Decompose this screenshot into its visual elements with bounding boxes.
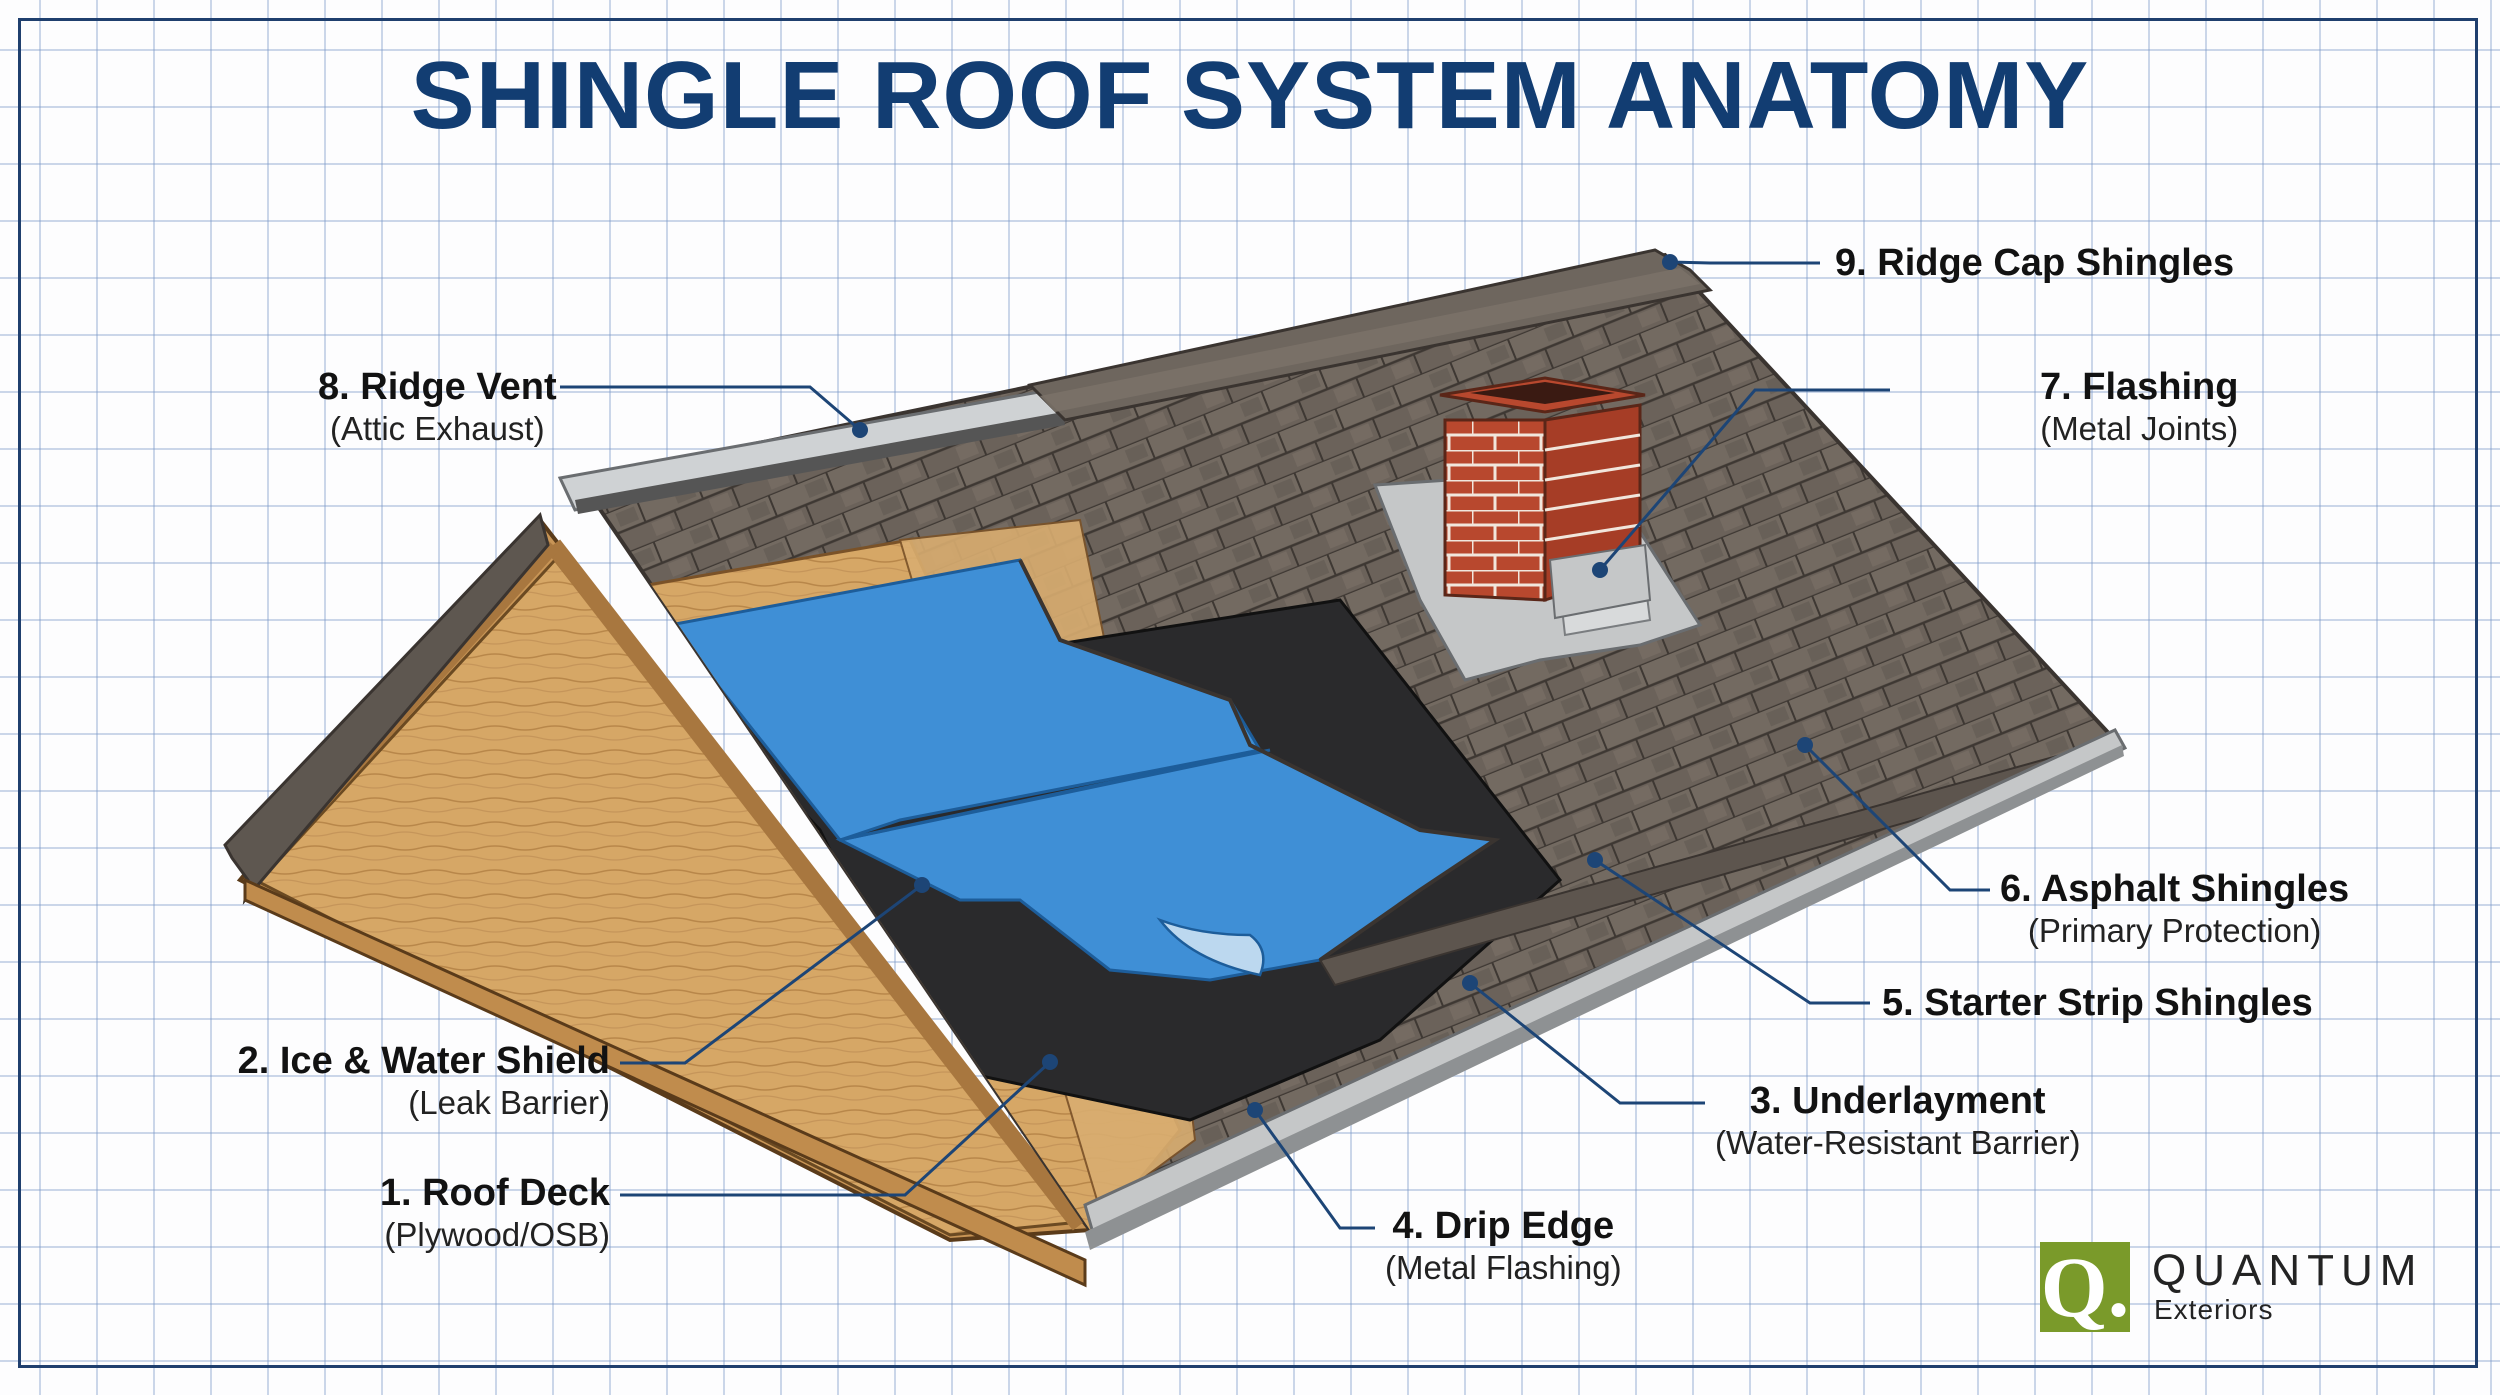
leader-drip-edge	[1253, 1109, 1375, 1230]
label-asphalt-shingles-sub: (Primary Protection)	[2027, 911, 2322, 949]
leader-ridge-cap	[1669, 260, 1820, 265]
label-starter-strip-name: 5. Starter Strip Shingles	[1882, 982, 2313, 1024]
logo-tagline: Exteriors	[2154, 1294, 2274, 1325]
label-roof-deck: 1. Roof Deck (Plywood/OSB)	[380, 1172, 610, 1254]
label-roof-deck-sub: (Plywood/OSB)	[384, 1215, 610, 1253]
label-asphalt-shingles-name: 6. Asphalt Shingles	[2000, 868, 2350, 910]
label-ridge-cap: 9. Ridge Cap Shingles	[1835, 242, 2234, 286]
label-flashing: 7. Flashing (Metal Joints)	[2040, 366, 2238, 448]
fascia-board	[243, 877, 1087, 1288]
leader-ice-water-shield	[620, 883, 923, 1065]
leader-lines	[560, 260, 1990, 1230]
leader-roof-deck	[620, 1060, 1052, 1197]
leader-dots	[852, 254, 1813, 1118]
quantum-exteriors-logo: Q. QUANTUM Exteriors	[2040, 1242, 2480, 1332]
label-drip-edge-name: 4. Drip Edge	[1392, 1205, 1615, 1247]
label-ridge-cap-name: 9. Ridge Cap Shingles	[1835, 242, 2235, 284]
underlayment-curl	[1156, 917, 1265, 977]
leader-starter-strip	[1594, 858, 1870, 1005]
starter-strip-area	[1318, 738, 2115, 987]
label-underlayment-name: 3. Underlayment	[1749, 1080, 2046, 1122]
label-ice-water-shield: 2. Ice & Water Shield (Leak Barrier)	[238, 1040, 610, 1122]
label-flashing-name: 7. Flashing	[2040, 366, 2239, 408]
label-roof-deck-name: 1. Roof Deck	[379, 1172, 610, 1214]
label-ice-water-shield-sub: (Leak Barrier)	[408, 1083, 610, 1121]
label-flashing-sub: (Metal Joints)	[2040, 409, 2239, 447]
logo-name: QUANTUM	[2152, 1246, 2424, 1295]
label-ice-water-shield-name: 2. Ice & Water Shield	[237, 1040, 610, 1082]
label-ridge-vent-name: 8. Ridge Vent	[318, 366, 557, 408]
label-underlayment: 3. Underlayment (Water-Resistant Barrier…	[1715, 1080, 2081, 1162]
label-drip-edge-sub: (Metal Flashing)	[1385, 1248, 1622, 1286]
label-drip-edge: 4. Drip Edge (Metal Flashing)	[1385, 1205, 1622, 1287]
label-ridge-vent: 8. Ridge Vent (Attic Exhaust)	[318, 366, 557, 448]
leader-asphalt-shingles	[1803, 743, 1990, 892]
page-title: SHINGLE ROOF SYSTEM ANATOMY	[410, 42, 2090, 149]
leader-ridge-vent	[560, 385, 861, 432]
label-asphalt-shingles: 6. Asphalt Shingles (Primary Protection)	[2000, 868, 2349, 950]
logo-mark: Q.	[2040, 1239, 2130, 1335]
label-starter-strip: 5. Starter Strip Shingles	[1882, 982, 2313, 1026]
label-underlayment-sub: (Water-Resistant Barrier)	[1715, 1123, 2081, 1161]
leader-flashing	[1598, 388, 1890, 571]
leader-underlayment	[1469, 981, 1705, 1105]
chimney-front	[1443, 418, 1547, 602]
label-ridge-vent-sub: (Attic Exhaust)	[330, 409, 545, 447]
